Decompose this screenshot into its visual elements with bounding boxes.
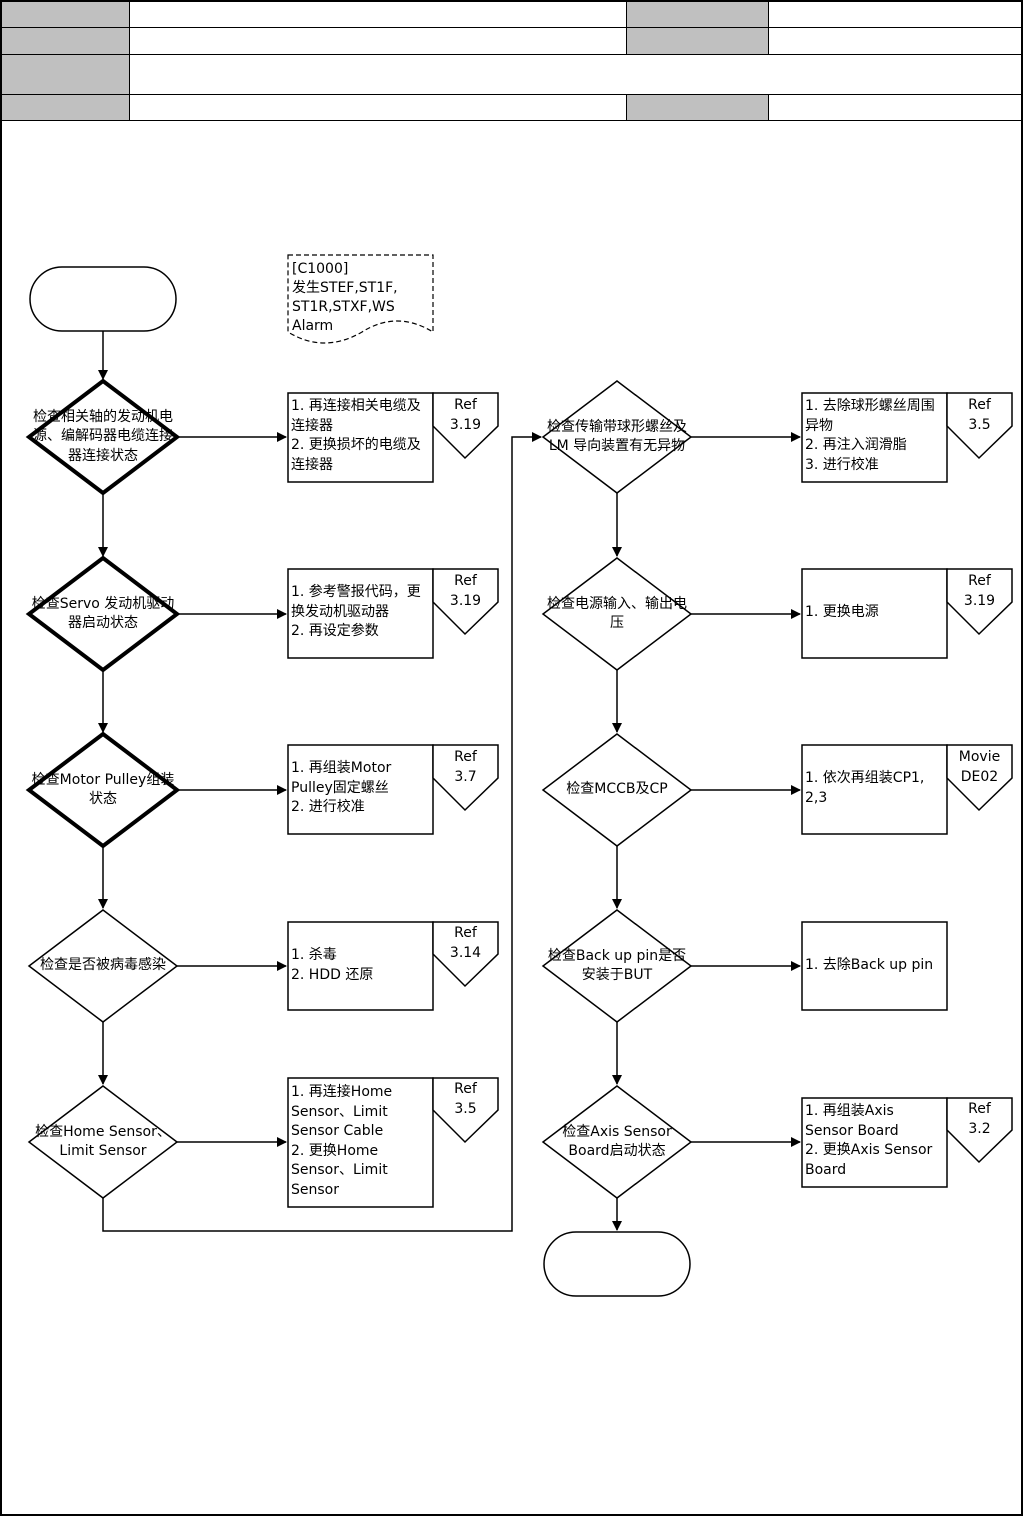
header-cell-r2-value-a bbox=[130, 28, 627, 55]
action-right-1-text: 1. 去除球形螺丝周围异物 2. 再注入润滑脂 3. 进行校准 bbox=[805, 398, 935, 473]
ref-tag-left-5-text: Ref 3.5 bbox=[454, 1081, 477, 1117]
header-cell-r1-value-b bbox=[769, 2, 1021, 28]
action-box-left-4 bbox=[287, 921, 434, 1011]
alarm-note-text: [C1000] 发生STEF,ST1F, ST1R,STXF,WS Alarm bbox=[292, 261, 398, 334]
decision-right-1-text: 检查传输带球形螺丝及LM 导向装置有无异物 bbox=[547, 418, 687, 455]
end-terminal-label bbox=[544, 1232, 690, 1296]
header-cell-r2-label-b bbox=[627, 28, 769, 55]
ref-tag-left-2 bbox=[432, 568, 499, 636]
action-box-left-3 bbox=[287, 744, 434, 835]
ref-tag-right-2 bbox=[946, 568, 1013, 636]
action-box-right-1 bbox=[801, 392, 948, 483]
action-right-3-text: 1. 依次再组装CP1, 2,3 bbox=[805, 770, 925, 806]
header-cell-r4-label-b bbox=[627, 95, 769, 121]
decision-right-3-text: 检查MCCB及CP bbox=[566, 781, 668, 798]
action-right-4-text: 1. 去除Back up pin bbox=[805, 957, 934, 973]
action-box-right-2 bbox=[801, 568, 948, 659]
action-box-right-4 bbox=[801, 921, 948, 1011]
ref-tag-right-3-text: Movie DE02 bbox=[958, 749, 1001, 785]
action-left-2-text: 1. 参考警报代码，更换发动机驱动器 2. 再设定参数 bbox=[291, 584, 421, 639]
action-box-left-1 bbox=[287, 392, 434, 483]
header-cell-r4-value-a bbox=[130, 95, 627, 121]
decision-diamond-left-3 bbox=[25, 731, 181, 849]
header-cell-r3-value-a bbox=[130, 55, 1021, 95]
header-cell-r2-label-a bbox=[2, 28, 130, 55]
decision-left-2-text: 检查Servo 发动机驱动器启动状态 bbox=[31, 595, 175, 632]
decision-right-2-text: 检查电源输入、输出电压 bbox=[547, 595, 687, 632]
ref-tag-right-2-text: Ref 3.19 bbox=[963, 573, 996, 609]
header-cell-r2-value-b bbox=[769, 28, 1021, 55]
ref-tag-left-1-text: Ref 3.19 bbox=[449, 397, 482, 433]
action-box-left-2 bbox=[287, 568, 434, 659]
action-box-right-3 bbox=[801, 744, 948, 835]
ref-tag-left-2-text: Ref 3.19 bbox=[449, 573, 482, 609]
ref-tag-left-4 bbox=[432, 921, 499, 988]
header-cell-r1-label-b bbox=[627, 2, 769, 28]
ref-tag-right-5-text: Ref 3.2 bbox=[968, 1101, 991, 1137]
decision-right-4-text: 检查Back up pin是否安装于BUT bbox=[547, 947, 687, 984]
action-right-2-text: 1. 更换电源 bbox=[805, 604, 879, 620]
header-cell-r1-label-a bbox=[2, 2, 130, 28]
decision-left-3-text: 检查Motor Pulley组装状态 bbox=[31, 771, 175, 808]
start-terminal-label bbox=[30, 267, 176, 331]
action-right-5-text: 1. 再组装Axis Sensor Board 2. 更换Axis Sensor… bbox=[805, 1103, 933, 1178]
decision-right-5-text: 检查Axis Sensor Board启动状态 bbox=[562, 1123, 672, 1160]
action-left-1-text: 1. 再连接相关电缆及连接器 2. 更换损坏的电缆及连接器 bbox=[291, 398, 421, 473]
alarm-note-shape bbox=[287, 254, 434, 344]
ref-tag-left-3-text: Ref 3.7 bbox=[454, 749, 477, 785]
ref-tag-right-1-text: Ref 3.5 bbox=[968, 397, 991, 433]
action-left-5-text: 1. 再连接Home Sensor、Limit Sensor Cable 2. … bbox=[291, 1084, 393, 1198]
ref-tag-right-1 bbox=[946, 392, 1013, 460]
action-box-left-5 bbox=[287, 1077, 434, 1208]
ref-tag-left-1 bbox=[432, 392, 499, 460]
decision-left-5-text: 检查Home Sensor、Limit Sensor bbox=[35, 1123, 171, 1160]
decision-left-1-text: 检查相关轴的发动机电源、编解码器电缆连接器连接状态 bbox=[33, 408, 173, 464]
decision-diamond-left-1 bbox=[25, 378, 181, 496]
decision-left-4-text: 检查是否被病毒感染 bbox=[40, 957, 166, 974]
action-left-4-text: 1. 杀毒 2. HDD 还原 bbox=[291, 947, 374, 983]
ref-tag-right-5 bbox=[946, 1097, 1013, 1164]
header-cell-r4-value-b bbox=[769, 95, 1021, 121]
header-cell-r3-label-a bbox=[2, 55, 130, 95]
ref-tag-left-4-text: Ref 3.14 bbox=[449, 925, 482, 961]
ref-tag-right-3 bbox=[946, 744, 1013, 812]
end-terminal bbox=[543, 1231, 691, 1297]
header-cell-r4-label-a bbox=[2, 95, 130, 121]
ref-tag-left-3 bbox=[432, 744, 499, 812]
header-cell-r1-value-a bbox=[130, 2, 627, 28]
ref-tag-left-5 bbox=[432, 1077, 499, 1144]
decision-diamond-left-2 bbox=[25, 555, 181, 673]
connector-left-5-to-right-1 bbox=[102, 432, 542, 1232]
action-box-right-5 bbox=[801, 1097, 948, 1188]
action-left-3-text: 1. 再组装Motor Pulley固定螺丝 2. 进行校准 bbox=[291, 760, 392, 815]
